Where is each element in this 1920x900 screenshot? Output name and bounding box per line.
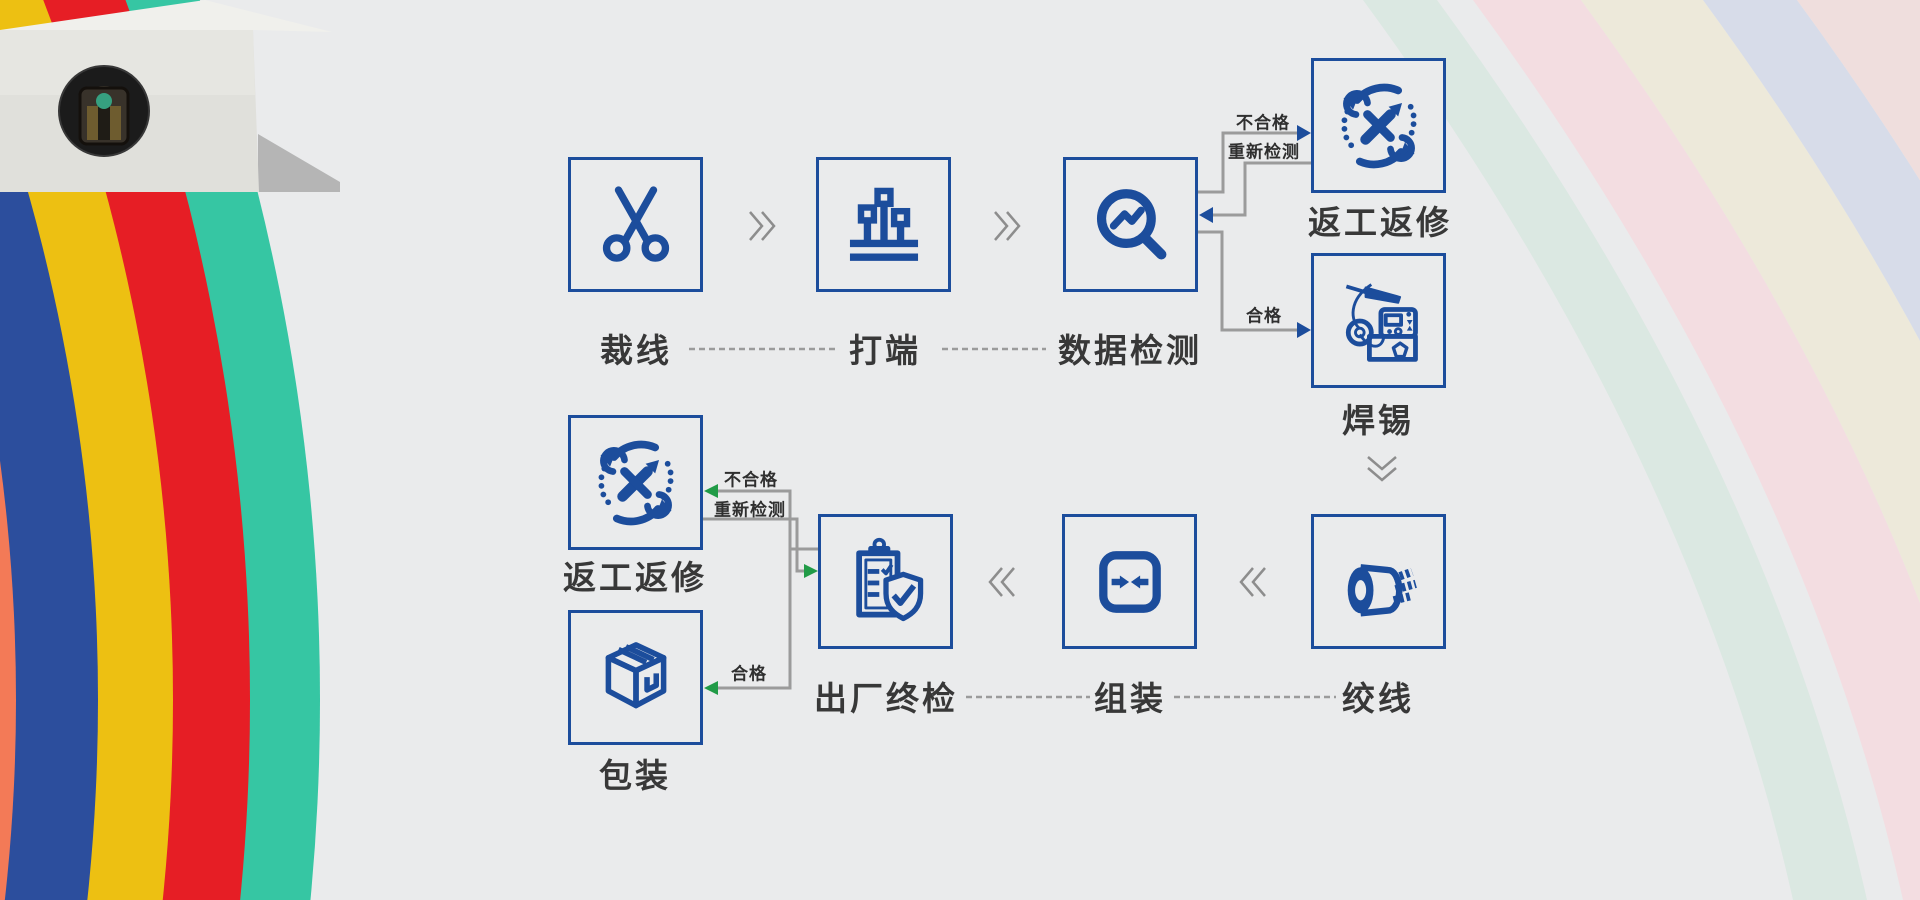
chevron-right-icon xyxy=(749,211,776,241)
step-box-final-inspection xyxy=(818,514,953,649)
arrow-to-detect-icon xyxy=(1199,207,1213,223)
connector-lines xyxy=(703,131,1311,690)
step-label-rework-top: 返工返修 xyxy=(1308,204,1452,241)
final-inspection-icon xyxy=(855,537,923,621)
step-box-rework-top xyxy=(1311,58,1446,193)
branch-label-recheck-top: 重新检测 xyxy=(1228,142,1300,162)
arrow-to-final-inspection-icon xyxy=(804,564,818,578)
step-box-soldering xyxy=(1311,253,1446,388)
step-label-data-detection: 数据检测 xyxy=(1058,332,1202,369)
line-final-fail-pass xyxy=(716,489,818,690)
package-icon xyxy=(605,641,666,708)
scissors-icon xyxy=(602,185,669,262)
step-label-wire-cutting: 裁线 xyxy=(600,332,672,369)
step-box-assembly xyxy=(1062,514,1197,649)
arrow-to-package-icon xyxy=(704,681,718,695)
magnifier-chart-icon xyxy=(1096,188,1166,259)
device-connector-photo xyxy=(0,0,340,192)
step-box-crimping xyxy=(816,157,951,292)
chevron-left-icon xyxy=(988,567,1015,597)
step-label-rework-bottom: 返工返修 xyxy=(563,559,707,596)
step-label-crimping: 打端 xyxy=(849,332,921,369)
chevron-right-icon xyxy=(994,211,1021,241)
crimp-terminals-icon xyxy=(849,187,918,261)
rework-repair-icon xyxy=(598,440,673,525)
connector-indicator-dot xyxy=(96,93,112,109)
connector-hole xyxy=(59,66,149,156)
step-label-assembly: 组装 xyxy=(1094,680,1166,717)
chevron-down-icon xyxy=(1367,456,1397,482)
step-box-packaging xyxy=(568,610,703,745)
dashed-rules xyxy=(689,347,1336,699)
branch-label-recheck-bottom: 重新检测 xyxy=(714,500,786,520)
chevron-left-icon xyxy=(1239,567,1266,597)
branch-label-pass-bottom: 合格 xyxy=(731,664,767,684)
arrow-to-solder-icon xyxy=(1297,322,1311,338)
step-box-wire-cutting xyxy=(568,157,703,292)
rework-repair-icon xyxy=(1341,83,1416,168)
branch-label-fail-top: 不合格 xyxy=(1236,113,1290,133)
step-label-packaging: 包装 xyxy=(599,757,671,794)
step-box-data-detection xyxy=(1063,157,1198,292)
assembly-icon xyxy=(1098,550,1161,613)
branch-label-fail-bottom: 不合格 xyxy=(724,470,778,490)
step-box-rework-bottom xyxy=(568,415,703,550)
step-box-wire-twisting xyxy=(1311,514,1446,649)
step-label-wire-twisting: 绞线 xyxy=(1342,680,1414,717)
step-label-soldering: 焊锡 xyxy=(1342,402,1414,439)
line-final-recheck xyxy=(703,517,806,573)
branch-label-pass-top: 合格 xyxy=(1246,306,1282,326)
soldering-station-icon xyxy=(1345,282,1418,362)
pastel-stripes xyxy=(1363,0,1920,900)
line-detect-recheck xyxy=(1211,161,1311,217)
twisted-cable-icon xyxy=(1347,563,1417,616)
step-label-final-inspection: 出厂终检 xyxy=(814,680,958,717)
rainbow-curve-stripes xyxy=(0,0,320,900)
